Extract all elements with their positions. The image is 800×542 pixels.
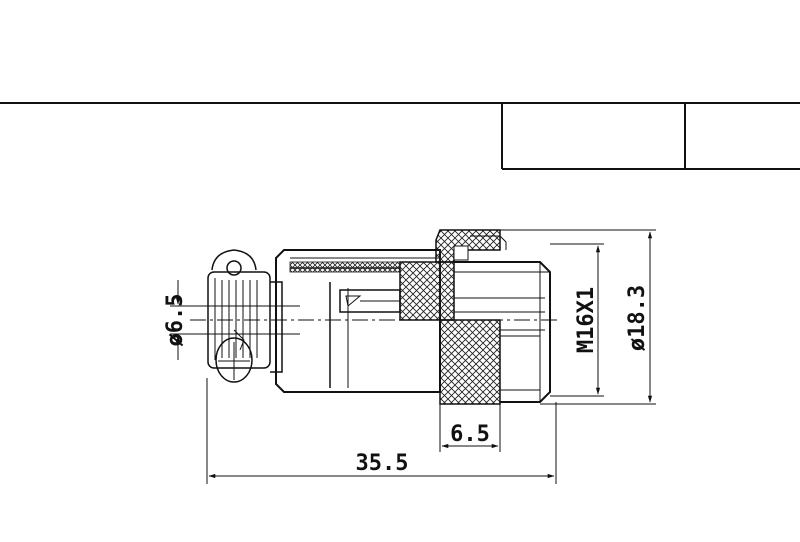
clamp-lobe: [215, 337, 253, 383]
dimension-thread: M16X1: [550, 243, 604, 397]
dimension-flange-width: 6.5: [439, 404, 501, 452]
flange-width-label: 6.5: [450, 422, 490, 447]
connector-sleeve: [275, 249, 441, 393]
dimension-left-diameter: ø6.5: [163, 280, 300, 360]
left-diameter-label: ø6.5: [163, 294, 188, 347]
flange-nut: [435, 229, 501, 405]
insulator-section: [399, 261, 455, 321]
cable-clamp: [207, 249, 271, 383]
title-block: [0, 102, 800, 170]
coupling-ring: [470, 235, 507, 250]
body-diameter-label: ø18.3: [625, 285, 650, 351]
thread-label: M16X1: [574, 287, 599, 353]
overall-length-label: 35.5: [356, 451, 409, 476]
dimension-overall-length: 35.5: [206, 378, 557, 484]
contact-pin: [339, 289, 401, 313]
clamp-screw-hole: [226, 260, 242, 276]
threaded-barrel: [454, 261, 551, 403]
connector-body: [190, 229, 560, 405]
dimension-body-diameter: ø18.3: [500, 229, 656, 405]
